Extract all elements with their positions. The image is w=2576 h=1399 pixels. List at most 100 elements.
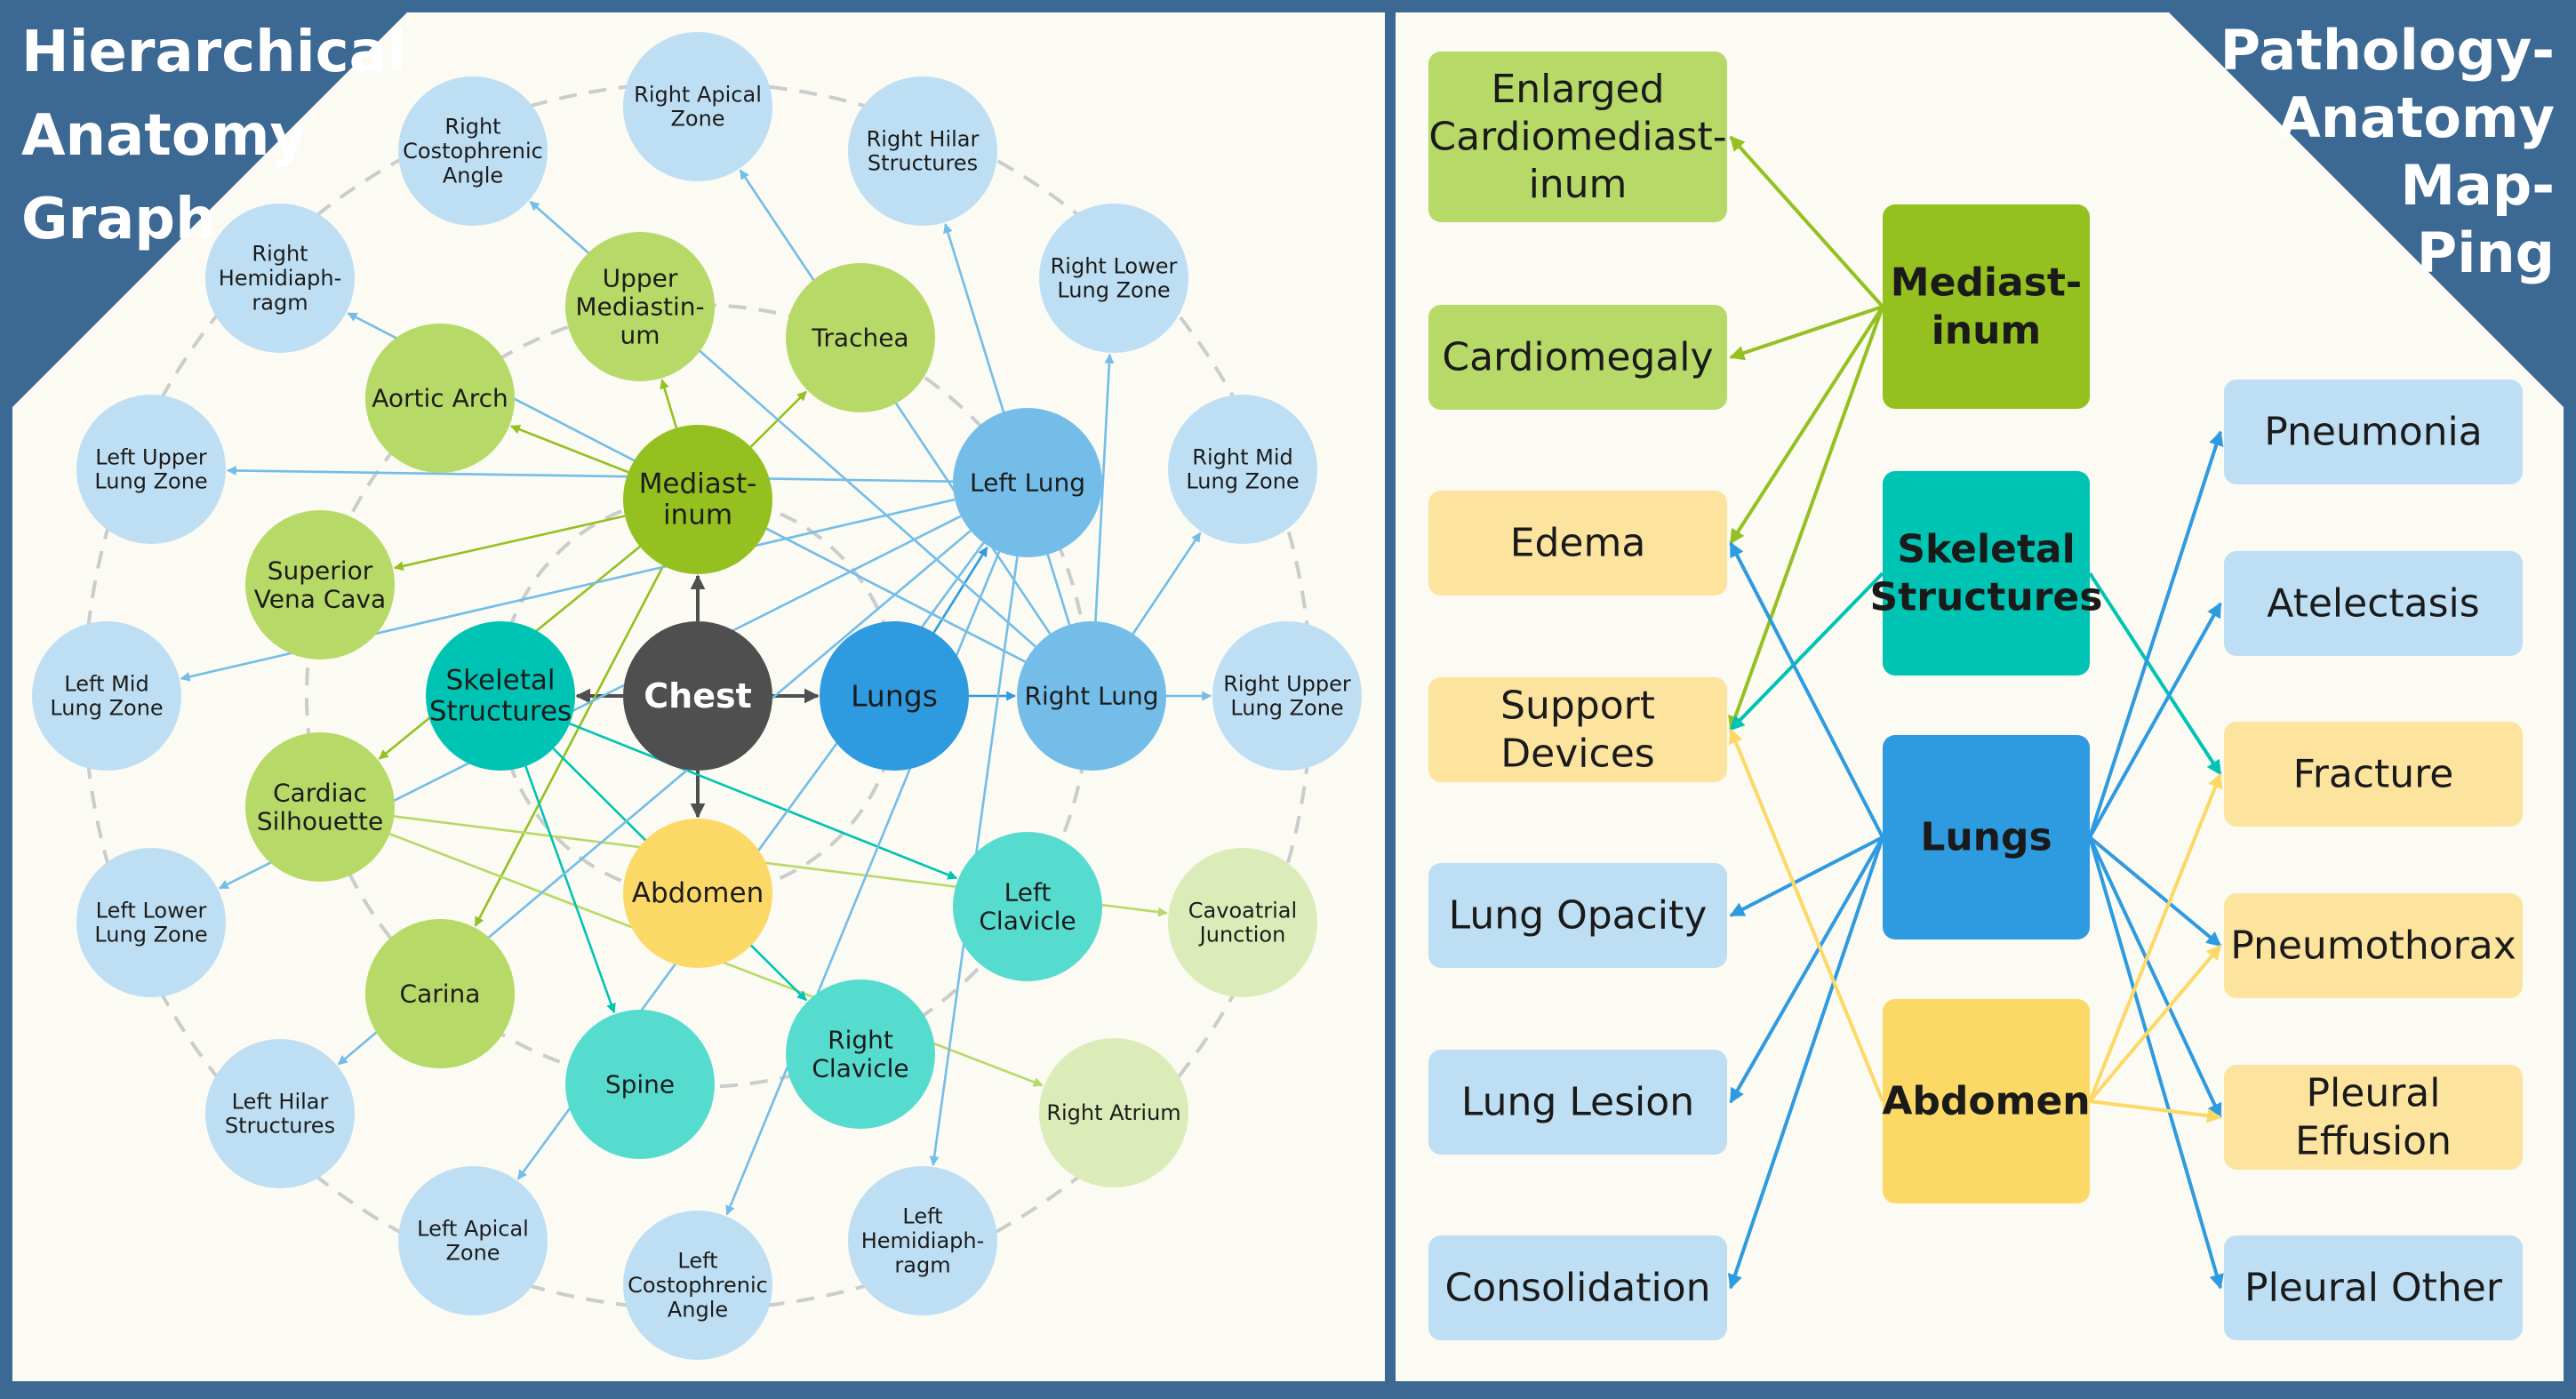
box-rect — [1428, 305, 1727, 410]
node-circle — [1039, 1038, 1188, 1187]
node-aortic-arch[interactable]: Aortic Arch — [365, 324, 515, 473]
link-abdomen-to-pleural-effusion — [2089, 1099, 2222, 1123]
box-label: Edema — [1510, 521, 1646, 566]
box-label: Enlarged — [1491, 67, 1664, 112]
node-label: Structures — [225, 1114, 335, 1139]
box-rect — [2224, 551, 2523, 656]
anatomy-box-lungs[interactable]: Lungs — [1883, 735, 2090, 939]
node-circle — [76, 848, 226, 997]
link-skeletal-to-fracture — [2088, 572, 2222, 776]
box-label: Effusion — [2295, 1118, 2452, 1163]
node-label: um — [620, 320, 660, 349]
node-label: Mediast- — [639, 468, 757, 500]
finding-box-pleural-other[interactable]: Pleural Other — [2224, 1235, 2523, 1340]
node-label: Costophrenic — [403, 139, 543, 164]
finding-box-cardiomegaly[interactable]: Cardiomegaly — [1428, 305, 1727, 410]
node-label: Carina — [400, 979, 481, 1009]
node-circle — [245, 510, 395, 660]
node-carina[interactable]: Carina — [365, 919, 515, 1068]
box-rect — [1428, 52, 1727, 222]
node-trachea[interactable]: Trachea — [786, 263, 935, 412]
node-label: Right Lower — [1051, 253, 1178, 278]
finding-box-fracture[interactable]: Fracture — [2224, 722, 2523, 827]
link-lungs-to-consolidation — [1727, 836, 1884, 1290]
node-circle — [205, 204, 355, 353]
anatomy-box-abdomen[interactable]: Abdomen — [1882, 999, 2091, 1203]
node-label: Left Upper — [95, 444, 207, 469]
node-label: Right — [828, 1026, 893, 1055]
link-lungs-to-pneumothorax — [2088, 835, 2222, 947]
node-circle — [205, 1039, 355, 1188]
box-label: Support — [1500, 684, 1655, 729]
node-circle — [365, 919, 515, 1068]
node-circle — [1017, 621, 1166, 771]
node-label: Right — [444, 115, 500, 140]
node-right-atrium[interactable]: Right Atrium — [1039, 1038, 1188, 1187]
node-circle — [1212, 621, 1362, 771]
node-circle — [1168, 395, 1317, 544]
finding-box-edema[interactable]: Edema — [1428, 491, 1727, 596]
mapping-links — [1727, 135, 2224, 1290]
anatomy-box-mediastinum[interactable]: Mediast-inum — [1883, 204, 2090, 409]
node-left-lung[interactable]: Left Lung — [953, 408, 1102, 557]
link-lungs-to-pleural-effusion — [2088, 836, 2222, 1119]
finding-box-lung-opacity[interactable]: Lung Opacity — [1428, 863, 1727, 968]
box-label: Lung Opacity — [1449, 893, 1708, 939]
node-spine[interactable]: Spine — [565, 1010, 715, 1159]
node-label: Angle — [443, 163, 503, 188]
edge-mediastinum-to-upper-mediastinum — [660, 379, 678, 428]
box-label: inum — [1932, 308, 2042, 353]
finding-box-pneumothorax[interactable]: Pneumothorax — [2224, 893, 2523, 998]
finding-box-consolidation[interactable]: Consolidation — [1428, 1235, 1727, 1340]
node-mediastinum[interactable]: Mediast-inum — [623, 425, 772, 574]
box-label: Skeletal — [1897, 527, 2075, 572]
box-label: Cardiomediast- — [1428, 115, 1726, 160]
box-label: Structures — [1870, 574, 2103, 620]
finding-box-atelectasis[interactable]: Atelectasis — [2224, 551, 2523, 656]
node-circle — [398, 1166, 548, 1315]
node-lungs[interactable]: Lungs — [820, 621, 969, 771]
box-rect — [1428, 491, 1727, 596]
finding-box-lung-lesion[interactable]: Lung Lesion — [1428, 1050, 1727, 1155]
node-abdomen[interactable]: Abdomen — [623, 819, 772, 968]
node-right-lung[interactable]: Right Lung — [1017, 621, 1166, 771]
node-label: Right Hilar — [867, 126, 980, 151]
box-rect — [1428, 1235, 1727, 1340]
node-circle — [953, 408, 1102, 557]
node-circle — [820, 621, 969, 771]
node-circle — [365, 324, 515, 473]
node-circle — [786, 979, 935, 1129]
finding-box-pneumonia[interactable]: Pneumonia — [2224, 380, 2523, 484]
node-chest[interactable]: Chest — [623, 621, 772, 771]
box-rect — [1428, 863, 1727, 968]
node-circle — [848, 1166, 997, 1315]
box-label: Abdomen — [1882, 1079, 2090, 1124]
node-label: Right Upper — [1223, 671, 1351, 696]
